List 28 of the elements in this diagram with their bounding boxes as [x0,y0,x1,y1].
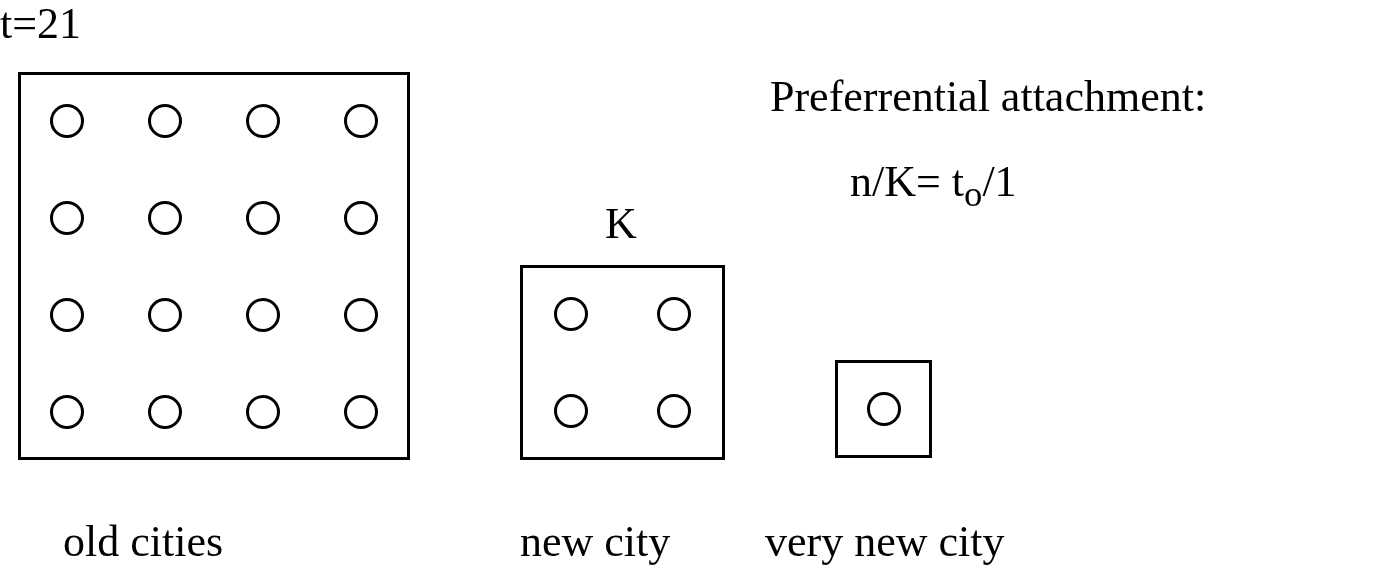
city-circle [148,200,182,235]
city-circle [50,200,84,235]
city-circle [148,394,182,429]
city-circle [50,394,84,429]
city-caption: old cities [63,520,224,564]
city-circle [554,296,589,331]
city-circle [554,394,589,429]
city-circle [50,103,84,138]
size-label: K [605,202,637,246]
city-circle [246,297,280,332]
city-circle [656,394,691,429]
city-circle [344,103,378,138]
city-circle [246,200,280,235]
heading-text: Preferrential attachment: [770,75,1207,119]
city-circle [344,394,378,429]
city-circle [148,103,182,138]
city-circle [50,297,84,332]
city-circle [656,296,691,331]
city-circle [246,394,280,429]
city-circle [344,297,378,332]
city-circle [148,297,182,332]
size-label: t=21 [0,2,82,46]
city-circle [344,200,378,235]
formula-text: n/K= t$_{o}$/1 [850,160,1017,213]
city-caption: very new city [765,520,1005,564]
city-circle [866,392,901,426]
city-circle [246,103,280,138]
city-caption: new city [520,520,671,564]
